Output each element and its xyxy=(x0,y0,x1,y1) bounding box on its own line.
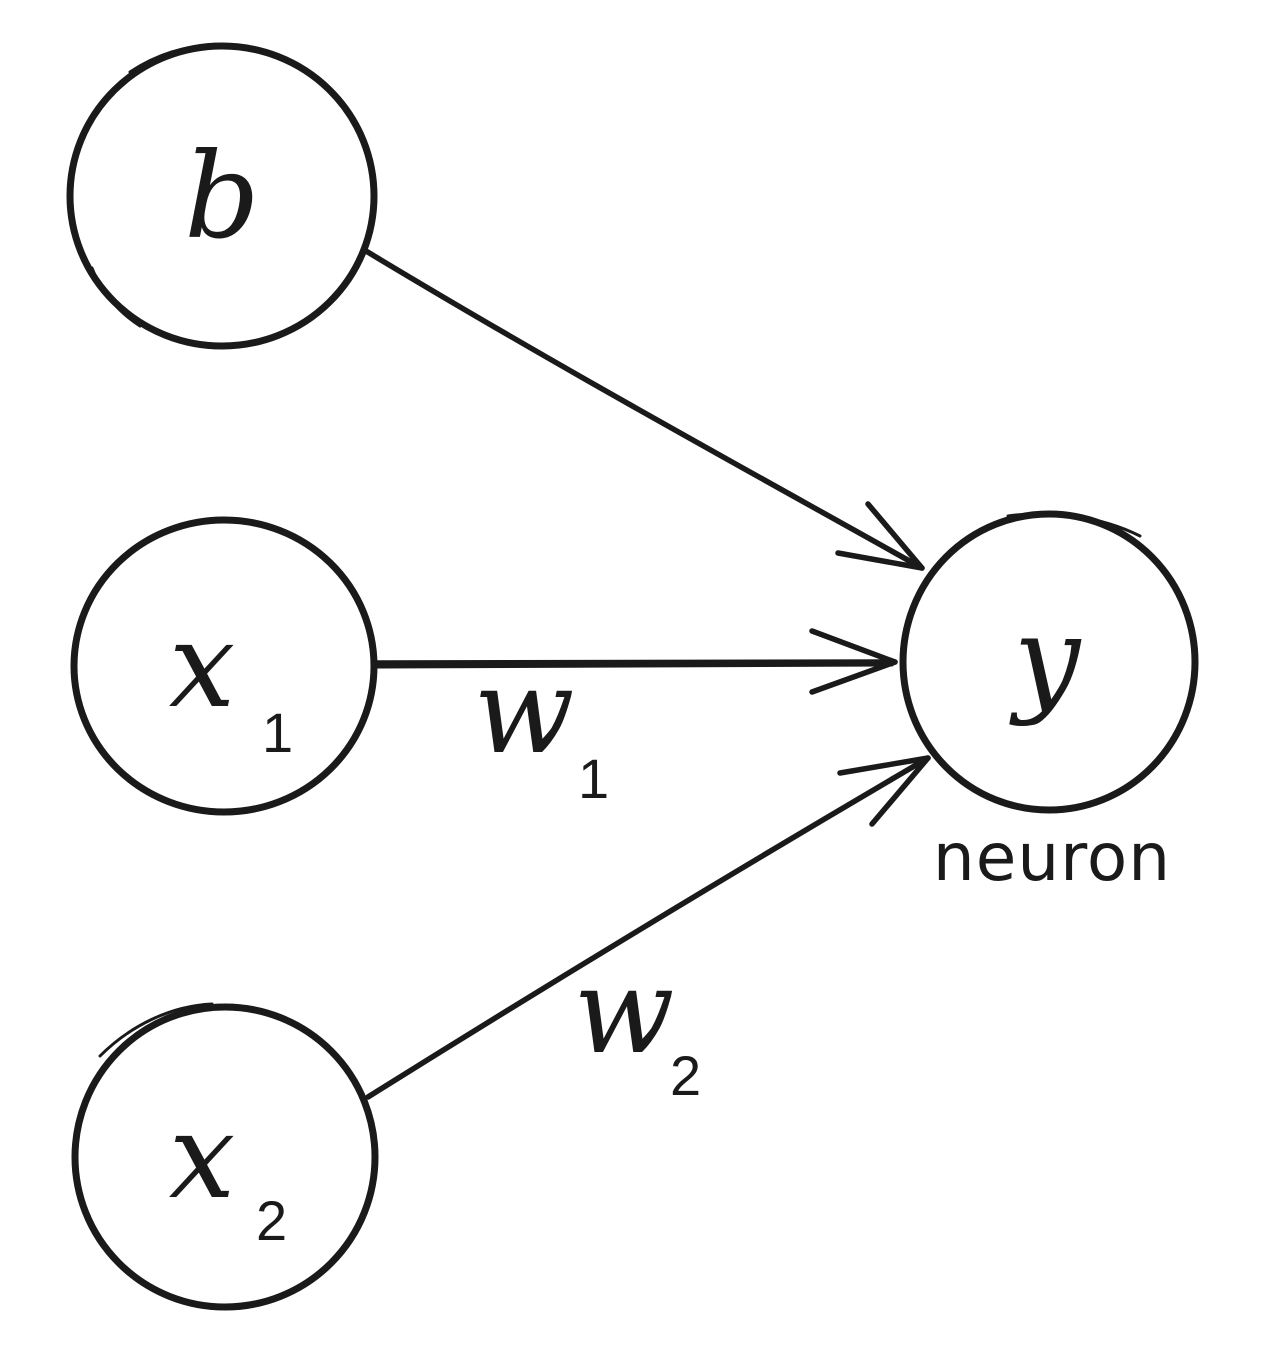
edge-x1-to-neuron-sketch xyxy=(376,663,894,669)
weight-w2-subscript: 2 xyxy=(670,1044,701,1107)
arrow-head-bias xyxy=(835,501,925,571)
node-x2: x 2 xyxy=(71,1002,379,1311)
edge-x1-to-neuron xyxy=(372,659,898,666)
weight-w2-label: w 2 xyxy=(573,942,701,1107)
node-x2-subscript: 2 xyxy=(256,1189,287,1252)
node-output: y neuron xyxy=(899,510,1199,896)
weight-w1-subscript: 1 xyxy=(578,747,609,810)
node-bias: b xyxy=(66,42,378,350)
arrow-head-x1 xyxy=(809,628,898,695)
edges xyxy=(363,248,931,1100)
node-output-symbol: y xyxy=(1009,590,1082,728)
node-output-caption: neuron xyxy=(933,819,1171,896)
edge-bias-to-neuron xyxy=(363,248,925,571)
node-x1: x 1 xyxy=(70,516,378,816)
node-output-sketch xyxy=(1006,512,1142,538)
node-bias-sketch-2 xyxy=(90,266,142,328)
nodes: b x 1 x 2 y neuron xyxy=(66,42,1199,1311)
arrow-head-x2 xyxy=(837,755,931,827)
edge-labels: w 1 w 2 xyxy=(473,642,701,1107)
node-x1-sketch xyxy=(146,518,258,540)
weight-w2-symbol: w xyxy=(573,942,674,1080)
node-x1-symbol: x xyxy=(169,596,236,734)
node-bias-sketch xyxy=(128,43,237,74)
node-x2-sketch xyxy=(98,1002,214,1058)
node-x2-circle xyxy=(71,1003,379,1311)
node-x1-subscript: 1 xyxy=(262,701,293,764)
node-x2-symbol: x xyxy=(169,1087,236,1225)
weight-w1-symbol: w xyxy=(473,642,574,780)
node-bias-symbol: b xyxy=(184,127,260,265)
edge-x2-to-neuron xyxy=(365,755,931,1100)
weight-w1-label: w 1 xyxy=(473,642,609,810)
